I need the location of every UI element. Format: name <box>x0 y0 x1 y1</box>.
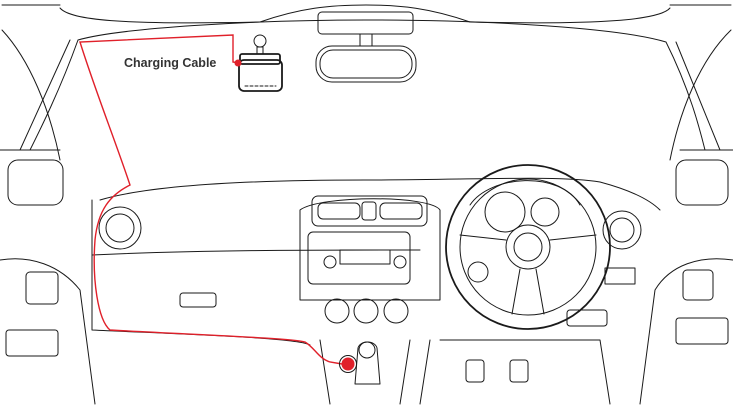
air-vents <box>98 206 642 250</box>
roof-and-windshield <box>0 4 733 161</box>
cable-connector-dot <box>234 59 242 67</box>
charging-cable-label: Charging Cable <box>124 56 217 70</box>
dashcam <box>238 34 283 92</box>
doors <box>0 159 733 405</box>
steering-wheel <box>445 164 611 330</box>
instrument-cluster <box>469 180 581 233</box>
charging-cable <box>79 34 357 373</box>
rear-view-mirror <box>315 11 417 83</box>
center-console <box>319 339 611 405</box>
dashboard <box>91 177 661 346</box>
power-outlet-dot <box>341 357 355 371</box>
